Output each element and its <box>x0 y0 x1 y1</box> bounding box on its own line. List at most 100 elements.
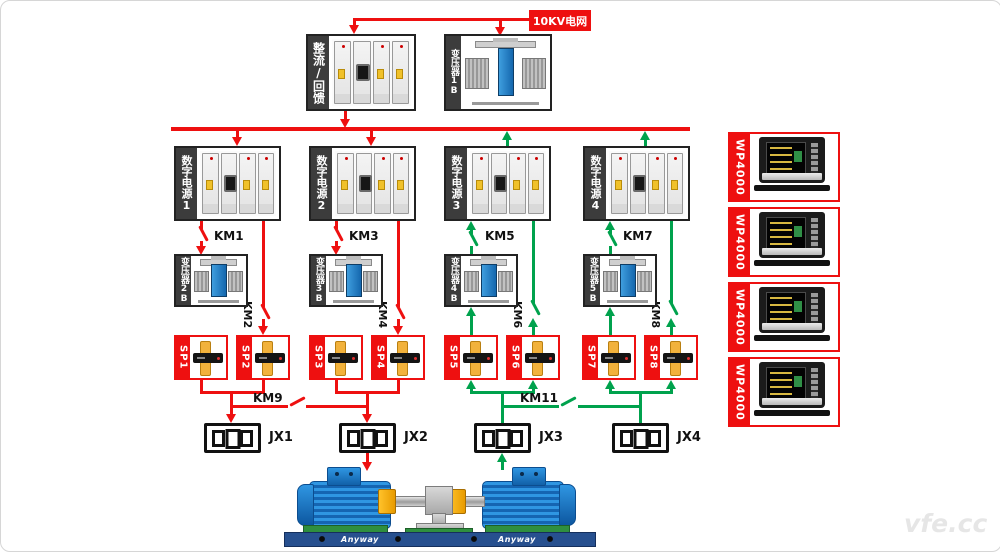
analyzer-monitor <box>759 287 825 333</box>
jx-slot <box>375 430 388 447</box>
cabinet-panel <box>374 153 391 214</box>
cabinet-graphic <box>609 151 685 216</box>
cabinet-panel <box>392 153 409 214</box>
arrow-up-icon <box>466 221 476 230</box>
arrow-up-icon <box>605 307 615 316</box>
km2-switch <box>260 303 271 320</box>
cabinet-panel <box>527 153 544 214</box>
arrow-down-icon <box>362 414 372 423</box>
arrow-up-icon <box>666 318 676 327</box>
arrow-down-icon <box>232 137 242 146</box>
wire <box>470 246 473 254</box>
transformer-core <box>497 47 514 97</box>
wire <box>532 388 535 392</box>
wire <box>499 18 502 28</box>
km3-label: KM3 <box>349 229 379 243</box>
rectifier-feedback-cabinet: 整流/回馈 <box>306 34 416 111</box>
wire <box>397 380 400 391</box>
wire <box>366 453 369 463</box>
cabinet-panel <box>611 153 628 214</box>
sp6-label: SP6 <box>508 337 522 378</box>
jx4-label: JX4 <box>677 430 701 445</box>
sensor-body <box>462 353 494 364</box>
jx-slot <box>510 430 523 447</box>
sensor-body <box>254 353 286 364</box>
sensor-body <box>327 353 359 364</box>
transformer-radiator <box>193 270 209 293</box>
jx-slot <box>212 430 225 447</box>
wire <box>200 241 203 247</box>
wire <box>470 388 473 392</box>
km2-label: KM2 <box>241 301 254 329</box>
sensor-graphic <box>325 337 361 378</box>
sp5-label: SP5 <box>446 337 460 378</box>
wire <box>354 18 533 21</box>
transformer-base <box>606 299 649 303</box>
jx1-box <box>204 423 261 453</box>
wire <box>470 315 473 335</box>
sensor-body <box>600 353 632 364</box>
digital-power-cabinet-3: 数字电源3 <box>444 146 551 221</box>
km9-label: KM9 <box>253 391 283 405</box>
sp3-sensor: SP3 <box>309 335 363 380</box>
motor-fan-cowl <box>297 484 314 526</box>
wire <box>397 319 400 326</box>
wire <box>609 246 612 254</box>
wire <box>200 221 203 229</box>
bench-brand-right: Anyway <box>498 535 536 544</box>
transformer-graphic <box>600 256 655 305</box>
wire <box>306 405 368 408</box>
arrow-down-icon <box>331 246 341 255</box>
cabinet-panel <box>391 41 409 104</box>
cabinet-graphic <box>200 151 276 216</box>
wire <box>344 111 347 120</box>
wire <box>335 241 338 247</box>
analyzer-buttons <box>811 368 818 402</box>
km11-label: KM11 <box>520 391 558 405</box>
wire <box>506 139 509 146</box>
transformer-radiator <box>602 270 618 293</box>
cabinet-panel <box>666 153 683 214</box>
arrow-up-icon <box>497 453 507 462</box>
rectifier-label: 整流/回馈 <box>308 36 329 109</box>
motor-terminal-box <box>327 467 361 486</box>
wire <box>670 388 673 392</box>
transformer-core <box>210 263 227 298</box>
digital-power-cabinet-2: 数字电源2 <box>309 146 416 221</box>
wp4000-3-label: WP4000 <box>730 284 750 350</box>
motor-right <box>482 467 576 533</box>
jx3-label: JX3 <box>539 430 563 445</box>
digital-power-cabinet-4: 数字电源4 <box>583 146 690 221</box>
cabinet-panel-screen <box>629 153 646 214</box>
transformer-radiator <box>228 270 244 293</box>
wire <box>370 131 373 139</box>
sensor-graphic <box>190 337 226 378</box>
sensor-graphic <box>460 337 496 378</box>
arrow-down-icon <box>495 27 505 36</box>
analyzer-graphic <box>750 284 838 350</box>
sp1-sensor: SP1 <box>174 335 228 380</box>
km7-switch <box>607 230 618 247</box>
transformer-radiator <box>463 270 479 293</box>
analyzer-screen <box>766 217 806 251</box>
transformer-graphic <box>461 36 550 109</box>
analyzer-front-panel <box>762 323 822 330</box>
motor-fan-cowl <box>559 484 576 526</box>
transformer-graphic <box>191 256 246 305</box>
transformer-radiator <box>498 270 514 293</box>
transformer-1b-label: 变压器1B <box>446 36 461 109</box>
wire <box>609 315 612 335</box>
analyzer-graphic <box>750 134 838 200</box>
jx-slot <box>620 430 633 447</box>
transformer-cap <box>475 38 536 49</box>
arrow-up-icon <box>605 221 615 230</box>
arrow-down-icon <box>349 25 359 34</box>
km4-switch <box>395 303 406 320</box>
analyzer-base <box>754 185 830 191</box>
arrow-down-icon <box>362 462 372 471</box>
transformer-graphic <box>326 256 381 305</box>
sensor-graphic <box>522 337 558 378</box>
km3-switch <box>333 225 344 242</box>
sp8-sensor: SP8 <box>644 335 698 380</box>
transformer-4b-label: 变压器4B <box>446 256 461 305</box>
